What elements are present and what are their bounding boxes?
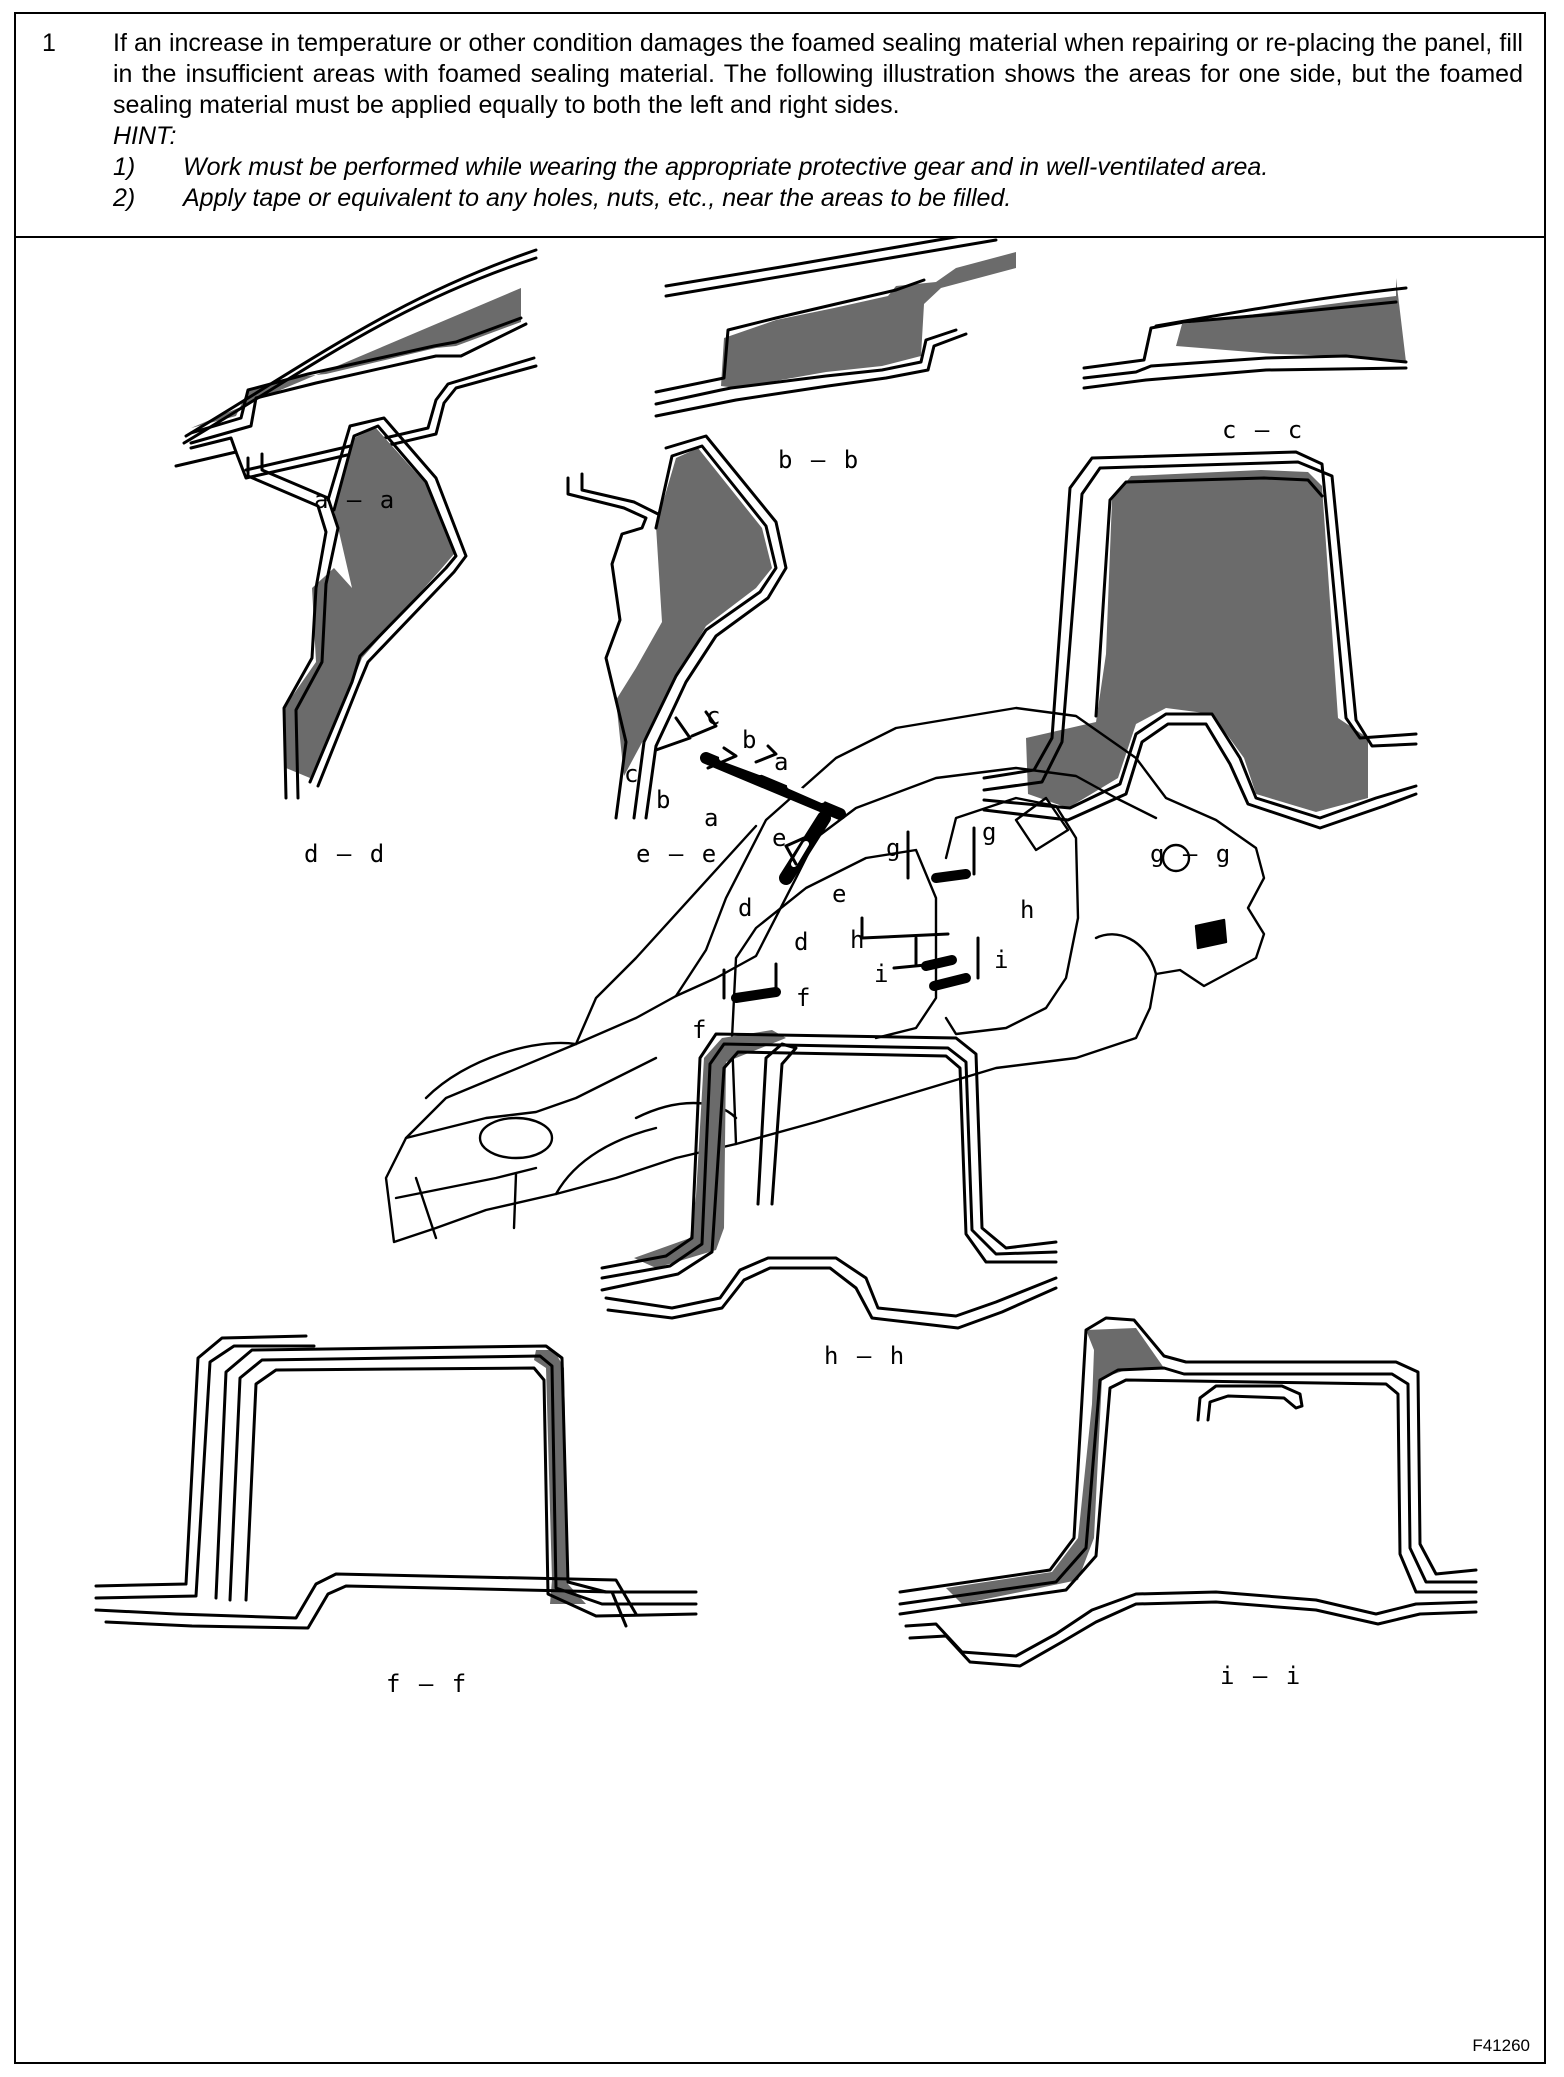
section-f-f-drawing bbox=[94, 1334, 698, 1630]
section-e-e-drawing bbox=[566, 434, 788, 820]
section-d-d-drawing bbox=[246, 416, 468, 800]
callout-label-e: e bbox=[832, 880, 849, 908]
callout-label-a: a bbox=[774, 748, 791, 776]
section-h-h-drawing bbox=[600, 1030, 1058, 1330]
callout-label-c: c bbox=[706, 702, 723, 730]
section-label-b-b: b – b bbox=[778, 446, 861, 474]
callout-label-b: b bbox=[742, 726, 759, 754]
callout-label-f: f bbox=[692, 1016, 709, 1044]
section-label-d-d: d – d bbox=[304, 840, 387, 868]
callout-label-i: i bbox=[994, 946, 1011, 974]
callout-label-d: d bbox=[738, 894, 755, 922]
section-g-g-drawing bbox=[982, 450, 1418, 830]
section-label-h-h: h – h bbox=[824, 1342, 907, 1370]
callout-label-h: h bbox=[1020, 896, 1037, 924]
section-label-c-c: c – c bbox=[1222, 416, 1305, 444]
hint-text: Apply tape or equivalent to any holes, n… bbox=[183, 184, 1012, 212]
section-label-i-i: i – i bbox=[1220, 1662, 1303, 1690]
callout-label-c: c bbox=[624, 760, 641, 788]
section-a-a-drawing bbox=[174, 248, 538, 480]
section-label-f-f: f – f bbox=[386, 1670, 469, 1698]
hint-text: Work must be performed while wearing the… bbox=[183, 153, 1269, 181]
callout-label-e: e bbox=[772, 824, 789, 852]
illustration-area: a – a b – b c – c d – d e – e g – g c b … bbox=[16, 238, 1544, 2062]
hint-number: 2) bbox=[113, 184, 136, 212]
car-callouts bbox=[654, 710, 980, 1003]
sealing-diagram bbox=[94, 238, 1478, 1668]
callout-label-d: d bbox=[794, 928, 811, 956]
hint-number: 1) bbox=[113, 153, 136, 181]
callout-label-g: g bbox=[886, 834, 903, 862]
section-c-c-drawing bbox=[1082, 278, 1408, 390]
instruction-box: 1 If an increase in temperature or other… bbox=[16, 14, 1544, 238]
callout-label-i: i bbox=[874, 960, 891, 988]
callout-label-g: g bbox=[982, 818, 999, 846]
section-label-a-a: a – a bbox=[314, 486, 397, 514]
section-label-e-e: e – e bbox=[636, 840, 719, 868]
car-body-drawing bbox=[384, 706, 1266, 1244]
procedure-frame: 1 If an increase in temperature or other… bbox=[14, 12, 1546, 2064]
section-i-i-drawing bbox=[898, 1316, 1478, 1668]
callout-label-f: f bbox=[796, 984, 813, 1012]
step-text: If an increase in temperature or other c… bbox=[113, 29, 1523, 119]
callout-label-h: h bbox=[850, 926, 867, 954]
callout-label-a: a bbox=[704, 804, 721, 832]
section-label-g-g: g – g bbox=[1150, 840, 1233, 868]
step-number: 1 bbox=[42, 29, 56, 57]
figure-code: F41260 bbox=[1472, 2036, 1530, 2055]
callout-label-b: b bbox=[656, 786, 673, 814]
section-b-b-drawing bbox=[654, 238, 1016, 418]
hint-label: HINT: bbox=[113, 122, 177, 150]
